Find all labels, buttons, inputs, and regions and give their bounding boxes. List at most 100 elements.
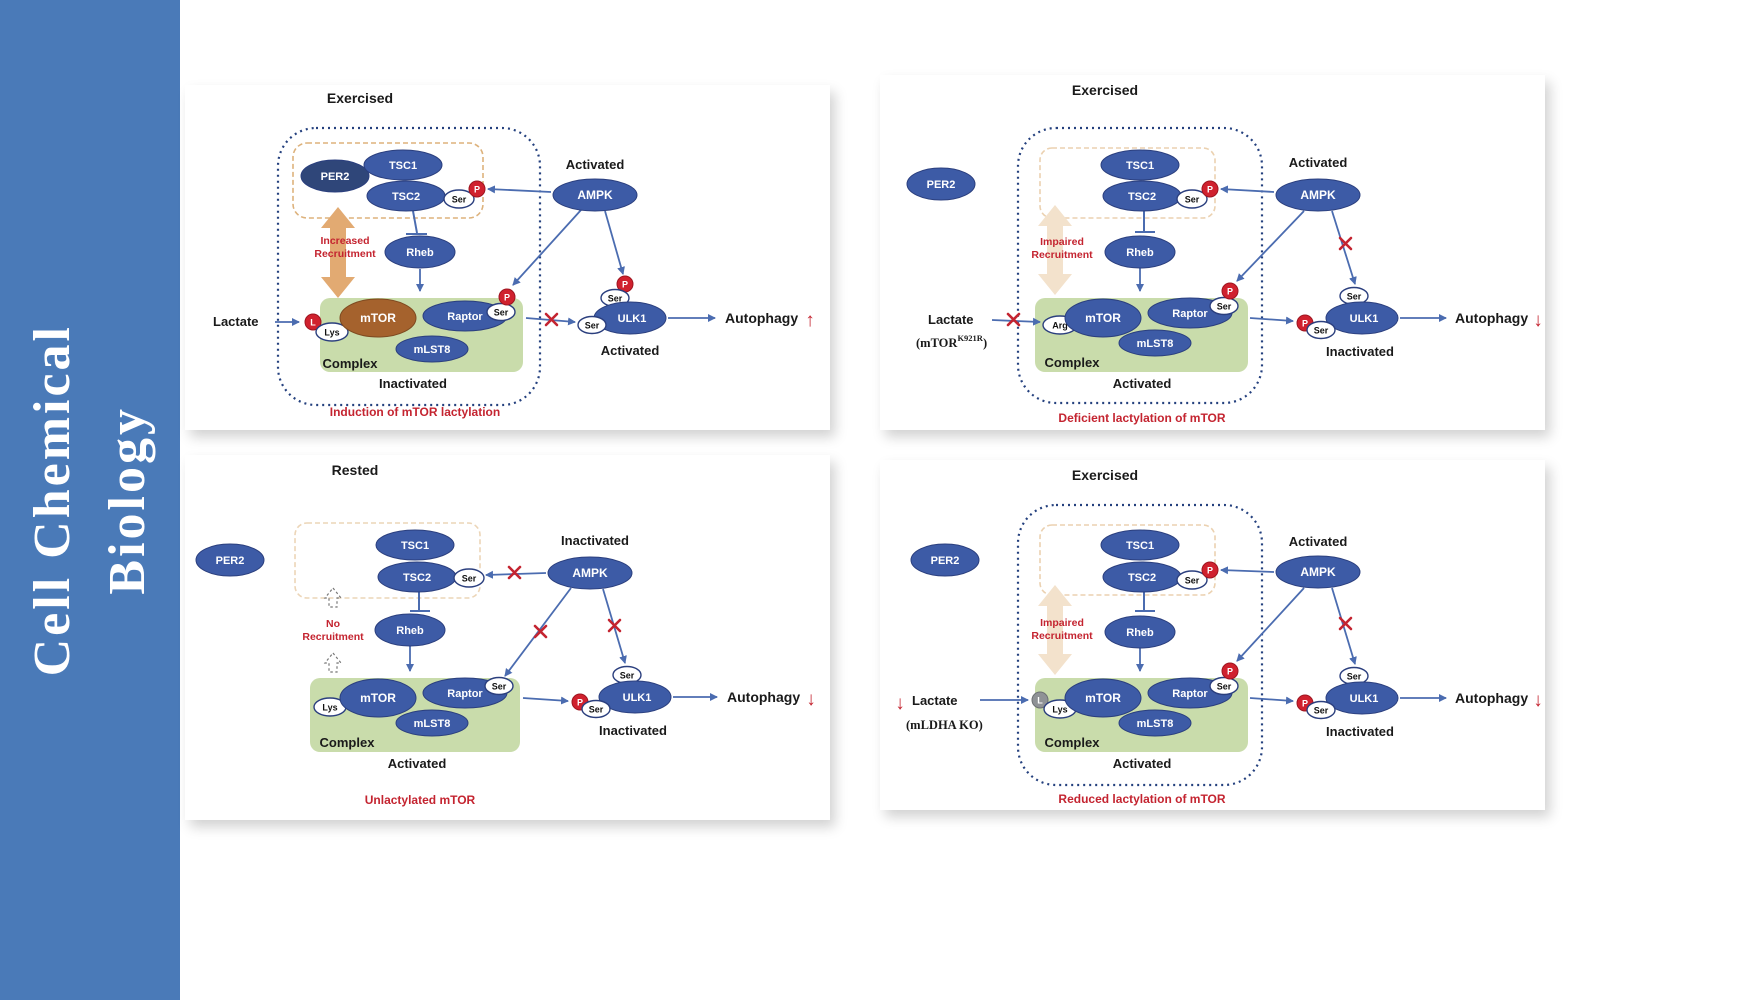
per2-node: PER2 bbox=[195, 543, 265, 577]
ampk-state-label: Activated bbox=[1289, 155, 1348, 170]
per2-node: PER2 bbox=[300, 159, 370, 193]
recruitment-label-2: Recruitment bbox=[302, 631, 364, 643]
ldha-ko-label: (mLDHA KO) bbox=[906, 718, 983, 732]
ulk1-ser-left-site: Ser bbox=[1306, 320, 1336, 340]
tsc1-node: TSC1 bbox=[375, 529, 455, 561]
recruitment-block-arrow bbox=[321, 207, 355, 298]
svg-text:Lys: Lys bbox=[322, 703, 337, 713]
panel-caption: Deficient lactylation of mTOR bbox=[1058, 411, 1225, 425]
panel-title: Exercised bbox=[1072, 82, 1138, 98]
svg-text:mTOR: mTOR bbox=[360, 691, 396, 705]
blocked-lactate-x-icon bbox=[1006, 312, 1021, 327]
tsc1-node: TSC1 bbox=[1100, 149, 1180, 181]
lys-site: Lys bbox=[315, 322, 349, 342]
svg-text:TSC1: TSC1 bbox=[1126, 160, 1154, 172]
svg-text:Ser: Ser bbox=[1314, 326, 1329, 336]
recruitment-block-arrow bbox=[1038, 585, 1072, 675]
recruitment-label-1: No bbox=[326, 618, 340, 630]
svg-text:P: P bbox=[1207, 185, 1213, 195]
svg-text:mLST8: mLST8 bbox=[1137, 338, 1174, 350]
svg-text:PER2: PER2 bbox=[216, 555, 245, 567]
svg-text:ULK1: ULK1 bbox=[623, 692, 652, 704]
ulk1-node: ULK1 bbox=[593, 301, 667, 335]
svg-text:Ser: Ser bbox=[1185, 195, 1200, 205]
tsc2-ser-site: Ser bbox=[1176, 189, 1208, 209]
svg-text:TSC2: TSC2 bbox=[392, 191, 420, 203]
svg-text:Ser: Ser bbox=[1185, 576, 1200, 586]
autophagy-label: Autophagy bbox=[725, 310, 798, 326]
tsc2-ser-site: Ser bbox=[1176, 570, 1208, 590]
svg-text:P: P bbox=[1302, 319, 1308, 329]
mtor-node: mTOR bbox=[1064, 678, 1142, 718]
complex-state-label: Activated bbox=[1113, 376, 1172, 391]
svg-text:PER2: PER2 bbox=[321, 171, 350, 183]
svg-text:Ser: Ser bbox=[608, 294, 623, 304]
panel-exercised-induction: Exercised bbox=[185, 85, 830, 430]
complex-label: Complex bbox=[1045, 735, 1101, 750]
cell-dotted-boundary bbox=[276, 126, 542, 407]
journal-title-line1: Cell Chemical bbox=[24, 323, 81, 677]
recruitment-label-1: Impaired bbox=[1040, 236, 1084, 248]
svg-text:mTOR: mTOR bbox=[1085, 691, 1121, 705]
svg-text:Raptor: Raptor bbox=[447, 688, 483, 700]
complex-label: Complex bbox=[320, 735, 376, 750]
recruitment-dashed-zone bbox=[1039, 524, 1216, 596]
svg-text:P: P bbox=[1302, 699, 1308, 709]
flow-arrows bbox=[406, 570, 718, 705]
panel-caption: Reduced lactylation of mTOR bbox=[1058, 792, 1225, 806]
svg-text:Ser: Ser bbox=[494, 308, 509, 318]
panel-title: Rested bbox=[332, 462, 379, 478]
mlst8-node: mLST8 bbox=[1118, 329, 1192, 357]
lactyl-l-badge: L bbox=[304, 313, 322, 331]
no-recruitment-up-arrow-icon bbox=[323, 652, 343, 673]
svg-text:AMPK: AMPK bbox=[577, 188, 613, 202]
recruitment-label-2: Recruitment bbox=[314, 248, 376, 260]
svg-text:Ser: Ser bbox=[585, 321, 600, 331]
autophagy-label: Autophagy bbox=[1455, 690, 1528, 706]
panel-rested-unlactylated: Rested bbox=[185, 455, 830, 820]
autophagy-direction-arrow: ↓ bbox=[1533, 310, 1543, 331]
ulk1-state-label: Inactivated bbox=[599, 723, 667, 738]
svg-text:TSC2: TSC2 bbox=[1128, 191, 1156, 203]
complex-label: Complex bbox=[323, 356, 379, 371]
svg-text:Lys: Lys bbox=[324, 328, 339, 338]
svg-text:TSC2: TSC2 bbox=[403, 572, 431, 584]
journal-sidebar: Cell Chemical Biology bbox=[0, 0, 180, 1000]
ampk-state-label: Inactivated bbox=[561, 533, 629, 548]
svg-text:Ser: Ser bbox=[452, 195, 467, 205]
panel-title: Exercised bbox=[327, 90, 393, 106]
per2-node: PER2 bbox=[906, 167, 976, 201]
tsc1-node: TSC1 bbox=[1100, 529, 1180, 561]
blocked-ampk-ulk1-x-icon bbox=[1338, 616, 1353, 631]
svg-text:Rheb: Rheb bbox=[396, 625, 424, 637]
raptor-phospho-p: P bbox=[1221, 662, 1239, 680]
panel-exercised-k921r: Exercised bbox=[880, 75, 1545, 430]
svg-text:mTOR: mTOR bbox=[360, 311, 396, 325]
lactate-label: Lactate bbox=[213, 314, 259, 329]
svg-text:Ser: Ser bbox=[1347, 672, 1362, 682]
ulk1-state-label: Inactivated bbox=[1326, 724, 1394, 739]
no-recruitment-up-arrow-icon bbox=[323, 587, 343, 608]
raptor-ser-site: Ser bbox=[1209, 296, 1239, 316]
figure-area: Exercised bbox=[180, 0, 1760, 1000]
ampk-state-label: Activated bbox=[1289, 534, 1348, 549]
panel-caption: Induction of mTOR lactylation bbox=[330, 405, 500, 419]
ulk1-state-label: Activated bbox=[601, 343, 660, 358]
flow-arrows bbox=[275, 185, 716, 326]
svg-text:Ser: Ser bbox=[620, 671, 635, 681]
svg-text:PER2: PER2 bbox=[927, 179, 956, 191]
ulk1-ser-left-site: Ser bbox=[581, 699, 611, 719]
svg-text:Ser: Ser bbox=[1314, 706, 1329, 716]
svg-text:P: P bbox=[1227, 667, 1233, 677]
raptor-phospho-p: P bbox=[1221, 282, 1239, 300]
svg-text:Rheb: Rheb bbox=[406, 247, 434, 259]
raptor-node: Raptor bbox=[422, 300, 508, 332]
ampk-node: AMPK bbox=[1275, 555, 1361, 589]
ulk1-state-label: Inactivated bbox=[1326, 344, 1394, 359]
per2-node: PER2 bbox=[910, 543, 980, 577]
mtor-mutant-label: (mTORK921R) bbox=[916, 333, 987, 350]
svg-text:Raptor: Raptor bbox=[447, 311, 483, 323]
tsc2-phospho-p: P bbox=[1201, 180, 1219, 198]
svg-text:Ser: Ser bbox=[492, 682, 507, 692]
svg-text:AMPK: AMPK bbox=[572, 566, 608, 580]
